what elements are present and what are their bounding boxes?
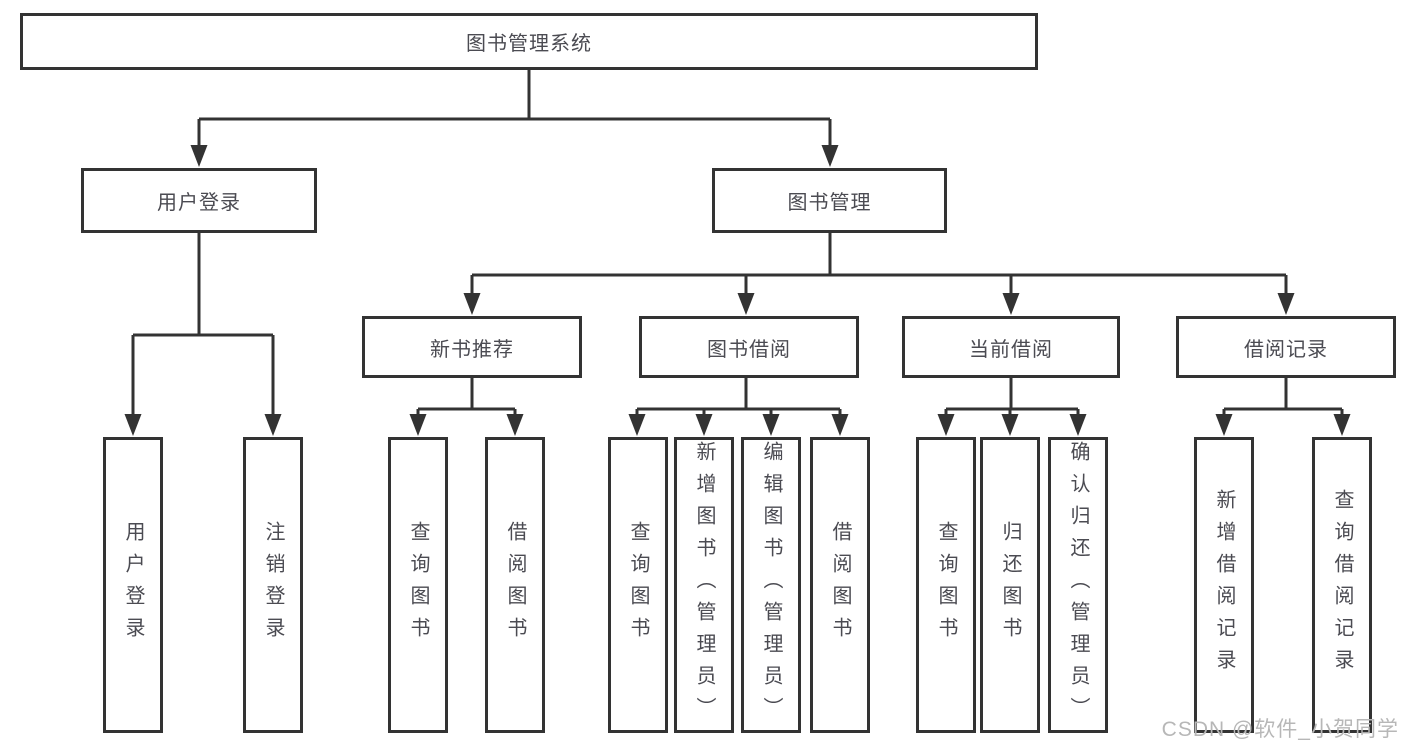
leaf-bb-search-books-label: 查询图书 (627, 521, 649, 649)
leaf-logout: 注销登录 (243, 437, 303, 733)
connector-root (197, 70, 832, 150)
arrowheads (124, 145, 1351, 436)
connector-book-management (470, 233, 1288, 298)
leaf-nb-borrow-books: 借阅图书 (485, 437, 545, 733)
leaf-br-add-record-label: 新增借阅记录 (1213, 489, 1235, 681)
node-book-borrowing-label: 图书借阅 (707, 338, 791, 361)
node-book-management: 图书管理 (712, 168, 947, 233)
leaf-nb-search-books: 查询图书 (388, 437, 448, 733)
leaf-bb-add-books-admin-label: 新增图书（管理员） (693, 441, 715, 729)
leaf-cb-return-books-label: 归还图书 (999, 521, 1021, 649)
leaf-logout-label: 注销登录 (262, 521, 284, 649)
watermark: CSDN @软件_小贺同学 (1161, 718, 1399, 741)
connector-borrowing-records (1222, 378, 1344, 420)
leaf-nb-search-books-label: 查询图书 (407, 521, 429, 649)
leaf-nb-borrow-books-label: 借阅图书 (504, 521, 526, 649)
leaf-bb-add-books-admin: 新增图书（管理员） (674, 437, 734, 733)
node-book-borrowing: 图书借阅 (639, 316, 859, 378)
leaf-user-login-label: 用户登录 (122, 521, 144, 649)
node-library-system-label: 图书管理系统 (466, 33, 592, 55)
leaf-cb-confirm-return-admin: 确认归还（管理员） (1048, 437, 1108, 733)
connector-user-login (131, 233, 275, 420)
leaf-bb-borrow-books: 借阅图书 (810, 437, 870, 733)
node-book-management-label: 图书管理 (787, 192, 872, 214)
leaf-user-login: 用户登录 (103, 437, 163, 733)
node-borrowing-records: 借阅记录 (1176, 316, 1396, 378)
node-new-book-recommend: 新书推荐 (362, 316, 582, 378)
node-library-system: 图书管理系统 (20, 13, 1038, 70)
leaf-cb-search-books-label: 查询图书 (935, 521, 957, 649)
node-user-login-label: 用户登录 (157, 192, 241, 214)
leaf-cb-search-books: 查询图书 (916, 437, 976, 733)
leaf-bb-edit-books-admin-label: 编辑图书（管理员） (760, 441, 782, 729)
node-borrowing-records-label: 借阅记录 (1244, 338, 1328, 361)
node-new-book-recommend-label: 新书推荐 (430, 338, 514, 361)
node-current-borrowing: 当前借阅 (902, 316, 1120, 378)
leaf-br-add-record: 新增借阅记录 (1194, 437, 1254, 733)
connector-book-borrowing (635, 378, 842, 420)
leaf-bb-borrow-books-label: 借阅图书 (829, 521, 851, 649)
node-current-borrowing-label: 当前借阅 (969, 338, 1053, 361)
leaf-br-search-record: 查询借阅记录 (1312, 437, 1372, 733)
leaf-bb-edit-books-admin: 编辑图书（管理员） (741, 437, 801, 733)
connector-current-borrowing (944, 378, 1080, 420)
leaf-bb-search-books: 查询图书 (608, 437, 668, 733)
leaf-cb-confirm-return-admin-label: 确认归还（管理员） (1067, 441, 1089, 729)
leaf-cb-return-books: 归还图书 (980, 437, 1040, 733)
connector-new-book-recommend (416, 378, 517, 420)
leaf-br-search-record-label: 查询借阅记录 (1331, 489, 1353, 681)
node-user-login: 用户登录 (81, 168, 317, 233)
